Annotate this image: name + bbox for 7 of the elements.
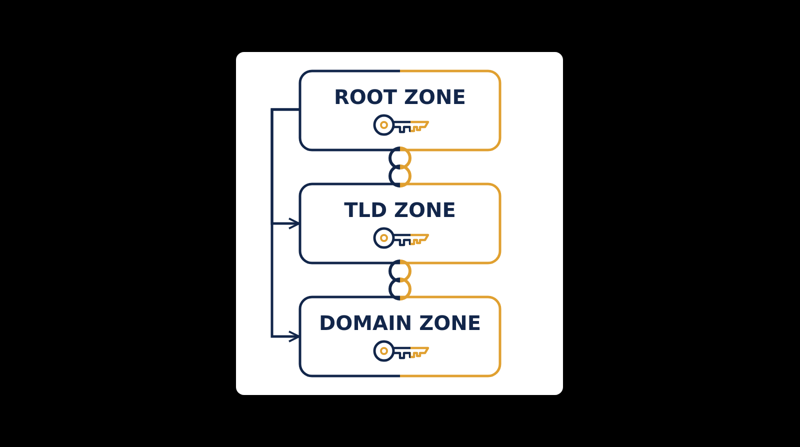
zone-title: ROOT ZONE: [333, 85, 467, 109]
arrow: [270, 108, 300, 342]
zone-box: [300, 297, 500, 376]
zone-title: DOMAIN ZONE: [318, 311, 482, 335]
zone-box: [300, 71, 500, 150]
zone-box: [300, 184, 500, 263]
zone-title: TLD ZONE: [343, 198, 457, 222]
